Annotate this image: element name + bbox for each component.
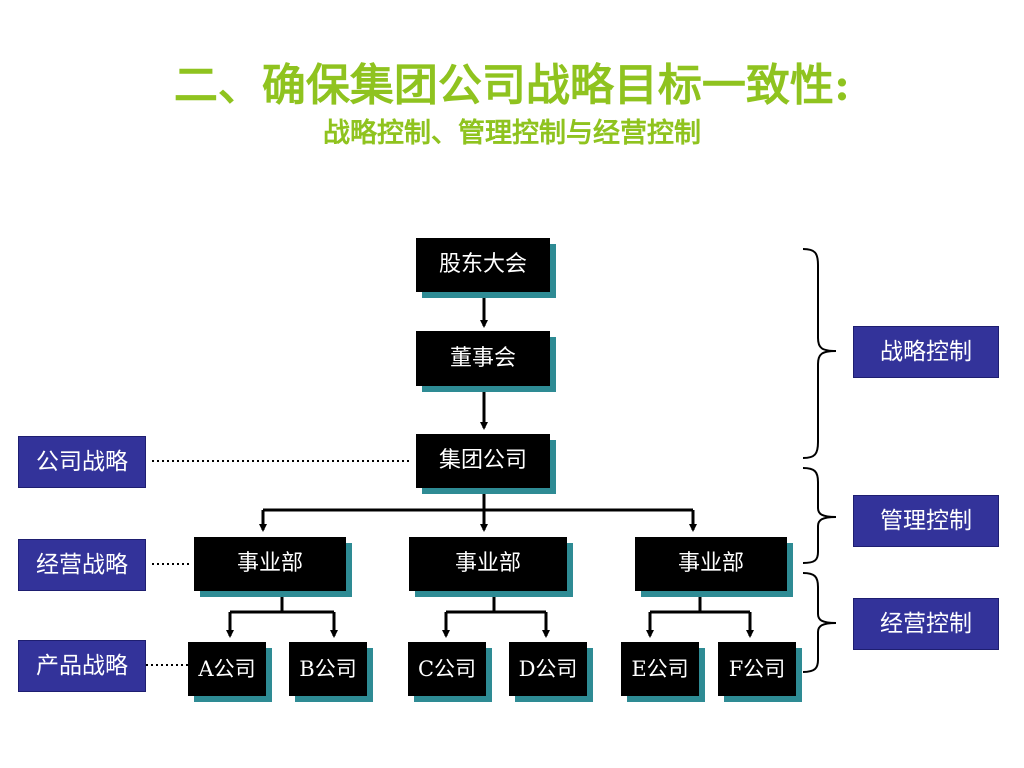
label-operational-control: 经营控制 xyxy=(853,598,999,650)
page-title: 二、确保集团公司战略目标一致性: xyxy=(173,60,851,111)
brace-operational-control xyxy=(802,572,837,673)
label-strategic-control: 战略控制 xyxy=(853,326,999,378)
page-subtitle: 战略控制、管理控制与经营控制 xyxy=(323,118,701,149)
brace-management-control xyxy=(802,467,837,564)
node-division-3: 事业部 xyxy=(635,537,787,591)
node-board: 董事会 xyxy=(416,331,550,386)
node-company-f: F公司 xyxy=(718,642,796,696)
node-company-a: A公司 xyxy=(188,642,266,696)
node-division-2: 事业部 xyxy=(409,537,567,591)
node-company-c: C公司 xyxy=(408,642,486,696)
node-company-b: B公司 xyxy=(289,642,367,696)
node-group-company: 集团公司 xyxy=(416,434,550,488)
node-company-d: D公司 xyxy=(509,642,587,696)
node-division-1: 事业部 xyxy=(194,537,346,591)
label-corporate-strategy: 公司战略 xyxy=(18,436,146,488)
label-business-strategy: 经营战略 xyxy=(18,539,146,591)
brace-strategic-control xyxy=(802,248,837,459)
node-company-e: E公司 xyxy=(621,642,699,696)
node-shareholders: 股东大会 xyxy=(416,238,550,292)
label-management-control: 管理控制 xyxy=(853,495,999,547)
label-product-strategy: 产品战略 xyxy=(18,640,146,692)
